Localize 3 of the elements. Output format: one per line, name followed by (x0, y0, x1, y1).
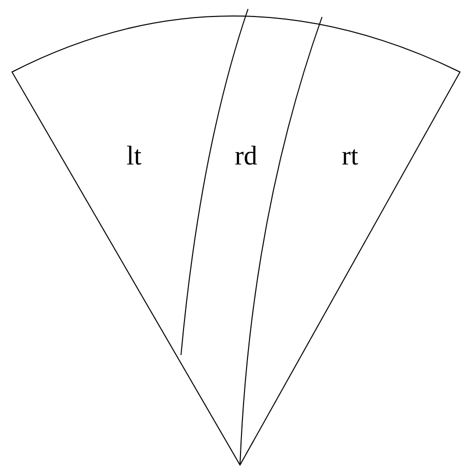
region-label: rt (342, 142, 358, 170)
region-label: rd (234, 142, 258, 170)
region-label: lt (126, 142, 142, 170)
